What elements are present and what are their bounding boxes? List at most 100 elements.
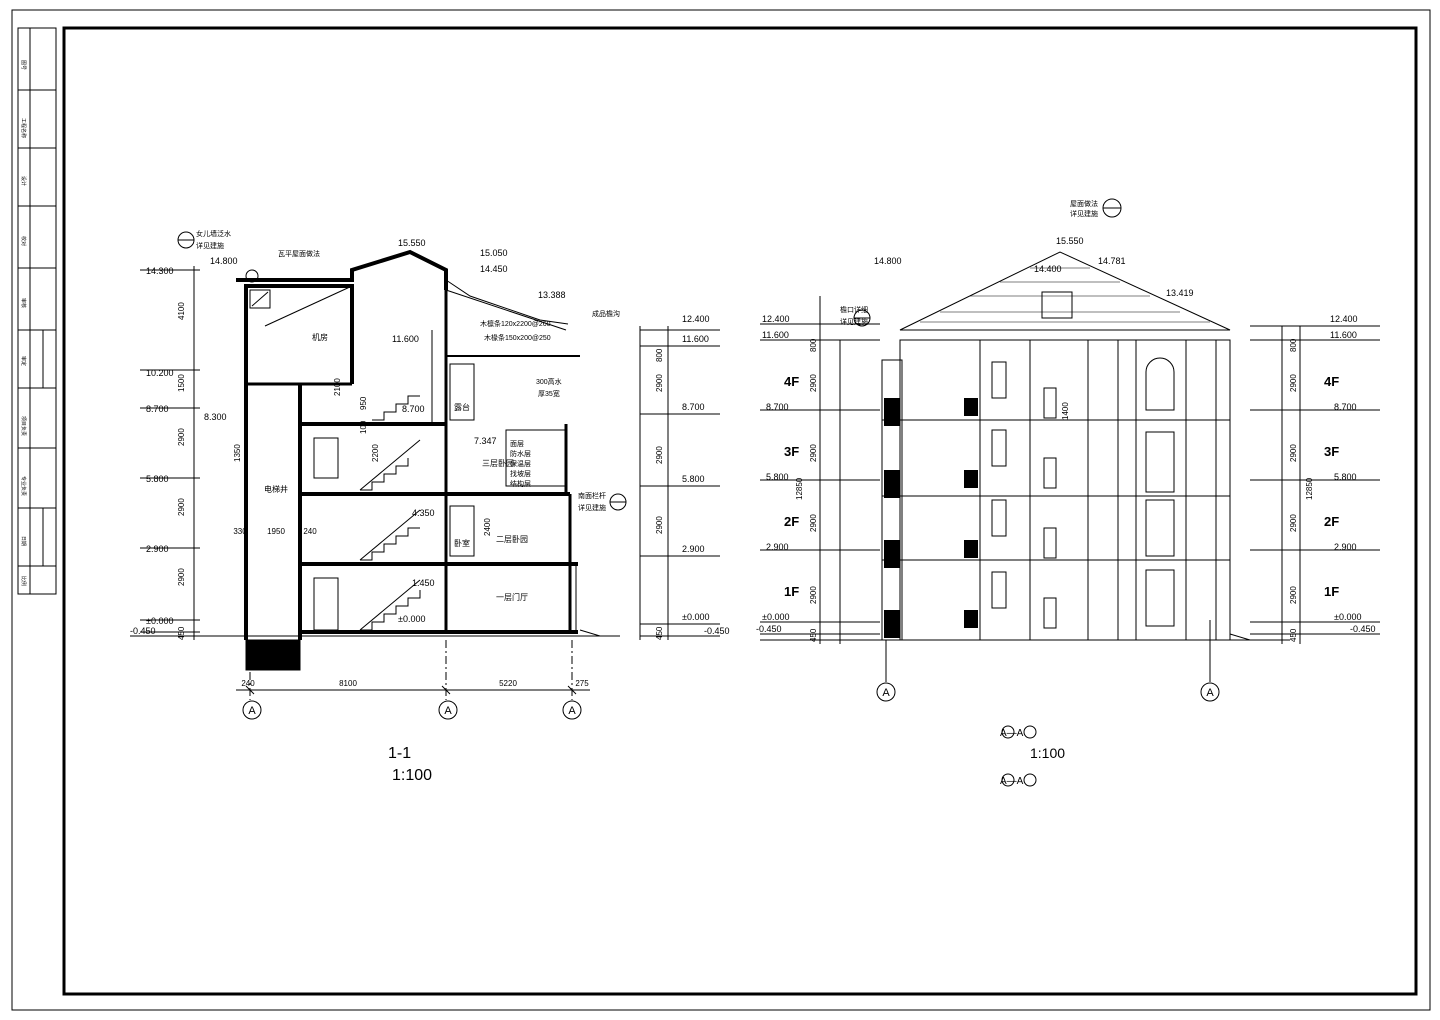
level-label: 11.600 <box>682 334 709 344</box>
title-block-labels: 图号 工程名称 设计 校对 审核 审定 项目负责 专业负责 日期 比例 <box>20 60 27 586</box>
tb-label: 工程名称 <box>20 118 27 138</box>
level-label: 14.781 <box>1098 256 1126 266</box>
room-label: 露台 <box>454 402 470 412</box>
dim-label: 450 <box>1289 628 1298 642</box>
dim-label: 2900 <box>1289 444 1298 462</box>
note-text: 檐口详细 <box>840 305 868 314</box>
floor-label: 1F <box>1324 584 1339 599</box>
level-label: -0.450 <box>756 624 782 634</box>
section-axis-label: A <box>248 705 256 717</box>
note-text: 木檩条120x2200@260 <box>480 319 551 328</box>
level-label: 2.900 <box>146 544 169 554</box>
level-label: 11.600 <box>762 330 789 340</box>
note-text: 南面栏杆 <box>578 491 606 500</box>
level-label: 4.350 <box>412 508 435 518</box>
section-axes <box>242 700 582 720</box>
section-title: 1-1 <box>388 745 411 762</box>
dim-label: 1400 <box>1061 402 1070 420</box>
drawing-border <box>62 26 1418 996</box>
level-label: -0.450 <box>704 626 730 636</box>
dim-label: 5220 <box>499 679 517 688</box>
level-label: 2.900 <box>1334 542 1357 552</box>
dim-label: 2900 <box>655 516 664 534</box>
dim-label: 2900 <box>1289 374 1298 392</box>
level-label: 8.700 <box>682 402 705 412</box>
level-label: 14.450 <box>480 264 508 274</box>
dim-label: 12850 <box>795 477 804 500</box>
section-axis-label: A <box>444 705 452 717</box>
level-label: 12.400 <box>762 314 790 324</box>
level-label: ±0.000 <box>1334 612 1361 622</box>
note-text: 详见建施 <box>1070 209 1098 218</box>
level-label: 13.419 <box>1166 288 1194 298</box>
level-label: 11.600 <box>1330 330 1357 340</box>
level-label: 15.050 <box>480 248 508 258</box>
room-label: 电梯井 <box>264 484 288 494</box>
tb-label: 图号 <box>20 60 26 70</box>
level-label: 2.900 <box>682 544 705 554</box>
note-text: 300高水 <box>536 377 562 386</box>
elevation-axis-label: A <box>882 687 890 699</box>
level-label: 5.800 <box>766 472 789 482</box>
note-text: 成品檐沟 <box>592 309 620 318</box>
dim-label: 2400 <box>483 518 492 536</box>
level-label: -0.450 <box>130 626 156 636</box>
level-label: 2.900 <box>766 542 789 552</box>
elevation-drawing <box>760 198 1380 682</box>
level-label: 5.800 <box>1334 472 1357 482</box>
level-label: 12.400 <box>1330 314 1358 324</box>
dim-label: 8100 <box>339 679 357 688</box>
dim-label: 800 <box>655 348 664 362</box>
note-text: 瓦平屋面做法 <box>278 249 320 258</box>
level-label: ±0.000 <box>682 612 709 622</box>
dim-label: 2100 <box>333 378 342 396</box>
floor-label: 4F <box>1324 374 1339 389</box>
floor-label: 2F <box>784 514 799 529</box>
dim-label: 2900 <box>809 444 818 462</box>
level-label: ±0.000 <box>762 612 789 622</box>
level-label: 8.700 <box>766 402 789 412</box>
level-label: 13.388 <box>538 290 566 300</box>
level-label: 11.600 <box>392 334 419 344</box>
dim-label: 2900 <box>1289 586 1298 604</box>
dim-label: 800 <box>809 338 818 352</box>
note-text: 详见建施 <box>840 317 868 326</box>
elevation-scale: 1:100 <box>1030 745 1065 761</box>
elevation-title: A—A <box>1000 728 1024 739</box>
level-label: 7.347 <box>474 436 497 446</box>
level-label: -0.450 <box>1350 624 1376 634</box>
level-label: 10.200 <box>146 368 174 378</box>
dim-label: 1500 <box>177 374 186 392</box>
level-label: -1.400 <box>258 648 284 658</box>
level-label: 15.550 <box>398 238 426 248</box>
dim-label: 2900 <box>655 446 664 464</box>
level-label: 8.700 <box>146 404 169 414</box>
room-label: 三层卧园 <box>482 459 514 468</box>
dim-label: 800 <box>1289 338 1298 352</box>
level-label: 8.700 <box>1334 402 1357 412</box>
dim-label: 330 <box>233 527 247 536</box>
dim-label: 2200 <box>371 444 380 462</box>
dim-label: 450 <box>809 628 818 642</box>
level-label: 14.800 <box>874 256 902 266</box>
dim-label: 2900 <box>1289 514 1298 532</box>
tb-label: 审核 <box>20 298 27 308</box>
tb-label: 日期 <box>20 536 26 546</box>
tb-label: 校对 <box>20 236 27 246</box>
dim-label: 950 <box>359 396 368 410</box>
note-text: 结构层 <box>510 479 531 488</box>
note-text: 厚35宽 <box>538 389 560 398</box>
note-text: 详见建施 <box>578 503 606 512</box>
floor-label: 1F <box>784 584 799 599</box>
section-axis-label: A <box>568 705 576 717</box>
level-label: 8.700 <box>402 404 425 414</box>
level-label: 5.800 <box>146 474 169 484</box>
dim-label: 450 <box>177 626 186 640</box>
note-text: 屋面做法 <box>1070 199 1098 208</box>
note-text: 女儿墙泛水 <box>196 229 231 238</box>
floor-label: 2F <box>1324 514 1339 529</box>
room-label: 机房 <box>312 332 328 342</box>
room-label: 二层卧园 <box>496 535 528 544</box>
dim-label: 240 <box>241 679 255 688</box>
